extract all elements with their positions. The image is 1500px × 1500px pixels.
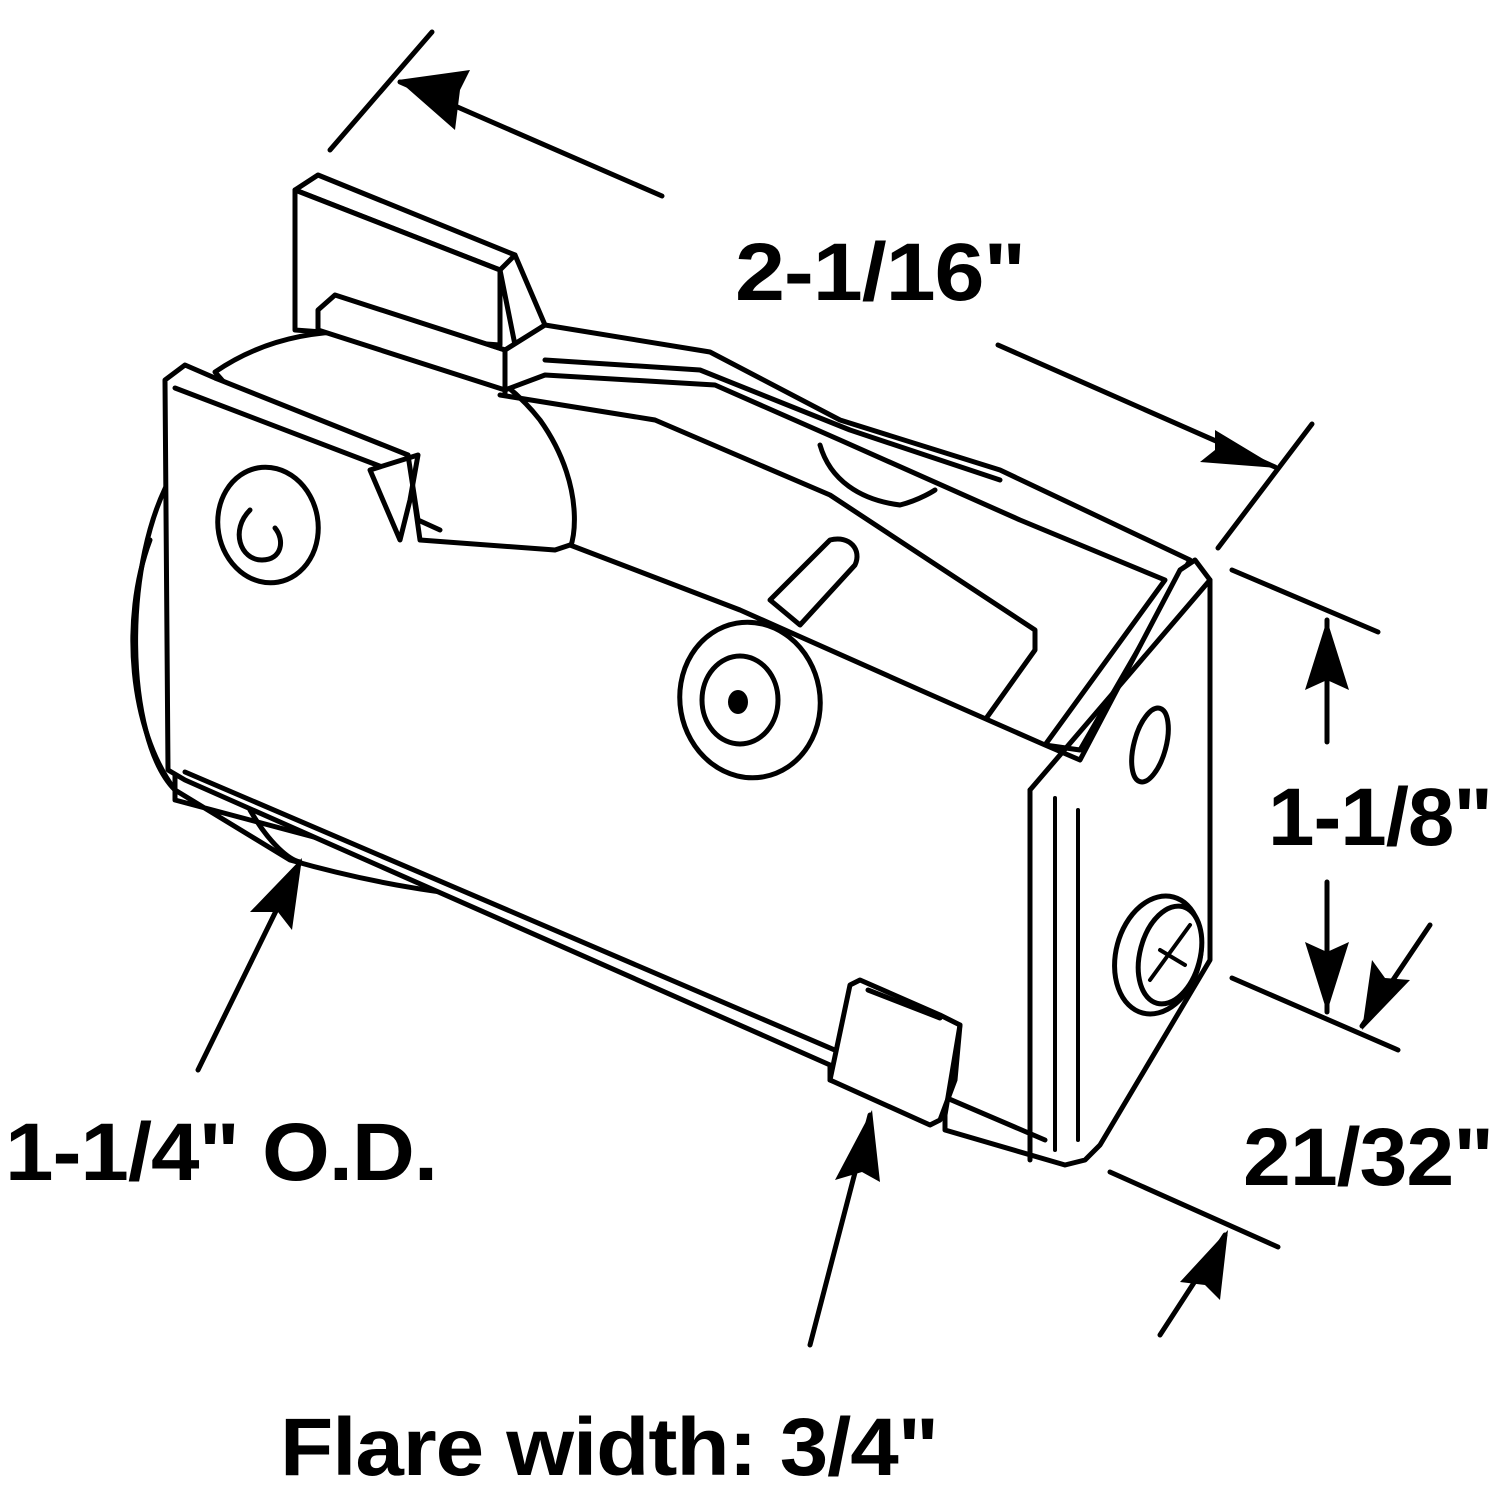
length-label: 2-1/16"	[735, 227, 1025, 318]
dimension-height: 1-1/8"	[1229, 567, 1493, 1053]
axle-rivet	[215, 464, 321, 586]
thickness-label: 21/32"	[1243, 1112, 1493, 1203]
adjustment-screw	[677, 536, 860, 781]
wheel-od-label: 1-1/4" O.D.	[5, 1107, 437, 1198]
dimension-thickness: 21/32"	[1107, 922, 1494, 1338]
dimension-length: 2-1/16"	[327, 29, 1315, 551]
side-screw	[1112, 705, 1205, 1017]
dimension-flare: Flare width: 3/4"	[280, 1110, 939, 1493]
dimension-wheel-od: 1-1/4" O.D.	[5, 858, 438, 1198]
height-label: 1-1/8"	[1268, 772, 1492, 863]
housing-body	[162, 362, 1213, 1168]
flare-tab	[827, 977, 963, 1128]
flare-width-label: Flare width: 3/4"	[280, 1402, 938, 1493]
